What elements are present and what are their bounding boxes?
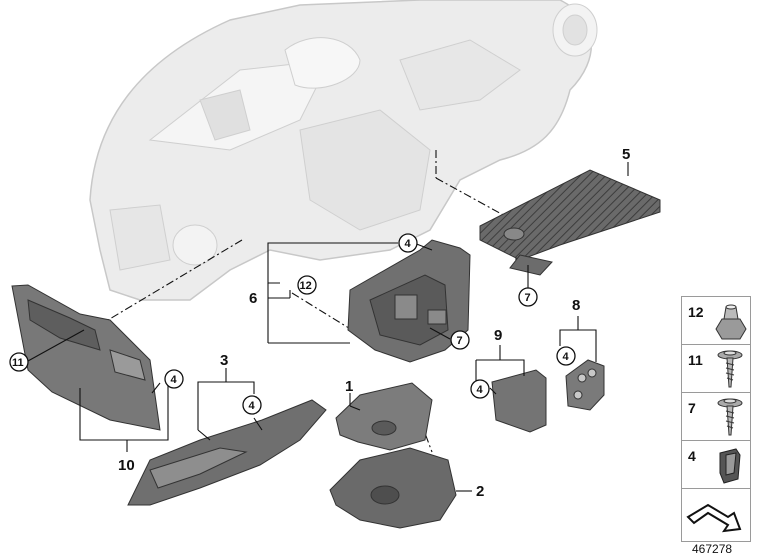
column-trim-part-1 xyxy=(335,382,433,451)
legend-label: 4 xyxy=(688,448,696,464)
callout-4-d: 4 xyxy=(477,384,484,396)
callout-4-b: 4 xyxy=(171,374,178,386)
legend-item-11: 11 xyxy=(682,345,750,393)
callout-2: 2 xyxy=(476,483,484,500)
dashboard-carrier xyxy=(89,0,598,301)
callout-3: 3 xyxy=(220,352,228,369)
legend-item-12: 12 xyxy=(682,297,750,345)
callout-5: 5 xyxy=(622,146,630,163)
arrow-right-icon xyxy=(686,503,742,533)
callout-10: 10 xyxy=(118,457,135,474)
callout-4-a: 4 xyxy=(405,238,412,250)
spring-clip-icon xyxy=(719,448,741,484)
callout-6: 6 xyxy=(249,290,257,307)
bracket-part-6 xyxy=(347,239,471,363)
callout-4-c: 4 xyxy=(249,400,256,412)
callout-4-e: 4 xyxy=(563,351,570,363)
legend-label: 11 xyxy=(688,352,703,368)
diagram-id: 467278 xyxy=(692,542,733,556)
legend-item-4: 4 xyxy=(682,441,750,489)
column-trim-part-2 xyxy=(329,447,457,529)
bracket-part-5 xyxy=(479,169,661,276)
callout-labels: 1 2 3 5 6 8 9 10 xyxy=(118,146,630,500)
callout-12: 12 xyxy=(300,280,312,292)
circled-callouts xyxy=(9,233,576,415)
callout-8: 8 xyxy=(572,297,580,314)
switch-cover-part-8 xyxy=(565,359,605,411)
callout-9: 9 xyxy=(494,327,502,344)
screw-washer-icon xyxy=(717,350,743,388)
legend-item-7: 7 xyxy=(682,393,750,441)
callout-7-a: 7 xyxy=(457,335,463,347)
screw-washer-icon xyxy=(717,398,743,436)
fastener-legend: 12 11 7 4 xyxy=(681,296,751,542)
cover-part-9 xyxy=(491,369,547,433)
callout-11: 11 xyxy=(12,357,24,369)
clip-nut-icon xyxy=(715,304,747,340)
callout-1: 1 xyxy=(345,378,353,395)
legend-label: 12 xyxy=(688,304,704,320)
circled-callout-text: 4 12 7 7 4 4 4 4 11 xyxy=(12,238,570,412)
legend-item-arrow xyxy=(682,489,750,541)
callout-7-b: 7 xyxy=(525,292,531,304)
legend-label: 7 xyxy=(688,400,696,416)
trim-strip-part-3 xyxy=(127,399,327,506)
callout-lines xyxy=(27,162,629,492)
trim-panel-part-10 xyxy=(11,284,161,431)
